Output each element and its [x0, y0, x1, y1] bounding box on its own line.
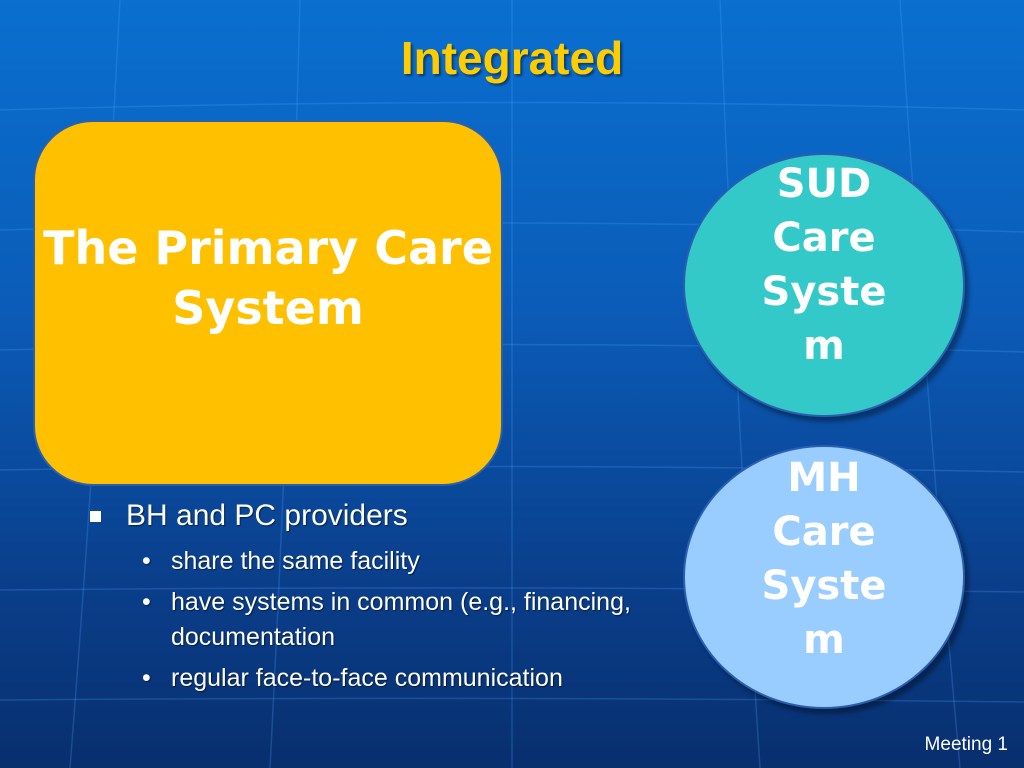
- slide-title: Integrated: [400, 32, 624, 84]
- bullet-dot-icon: •: [142, 547, 151, 575]
- bullet-dot-icon: •: [142, 588, 151, 616]
- slide-footer: Meeting 1: [924, 734, 1008, 755]
- bullet-list: BH and PC providers • share the same fac…: [88, 494, 688, 696]
- mh-care-circle: MH Care Syste m: [683, 445, 965, 709]
- primary-care-box: The Primary Care System: [33, 120, 503, 486]
- primary-care-label: The Primary Care System: [43, 221, 493, 335]
- main-bullet: BH and PC providers: [88, 494, 688, 538]
- bullet-dot-icon: •: [142, 664, 151, 692]
- main-bullet-text: BH and PC providers: [126, 499, 408, 532]
- sub-bullet-text: regular face-to-face communication: [171, 664, 563, 692]
- sub-bullet-list: • share the same facility • have systems…: [88, 544, 688, 696]
- square-bullet-icon: [90, 511, 101, 522]
- sub-bullet-text: have systems in common (e.g., financing,…: [171, 588, 631, 651]
- mh-care-label: MH Care Syste m: [761, 455, 887, 663]
- sub-bullet-item: • have systems in common (e.g., financin…: [88, 585, 631, 655]
- sud-care-label: SUD Care Syste m: [761, 161, 887, 369]
- sub-bullet-item: • share the same facility: [88, 544, 631, 579]
- sub-bullet-text: share the same facility: [171, 547, 420, 575]
- sub-bullet-item: • regular face-to-face communication: [88, 661, 631, 696]
- sud-care-circle: SUD Care Syste m: [683, 153, 965, 417]
